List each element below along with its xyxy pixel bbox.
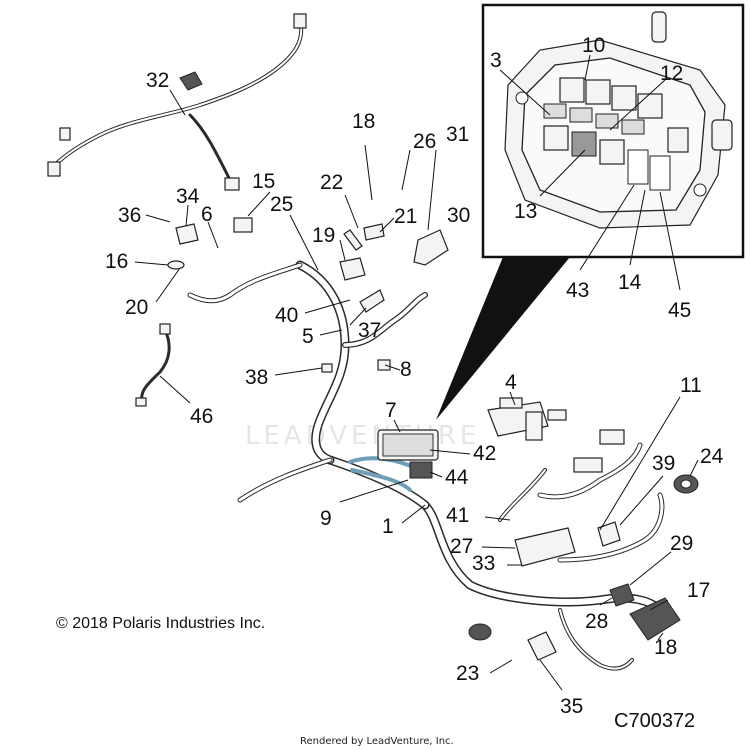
fuse-box-housing	[504, 11, 733, 229]
callout-43: 43	[566, 279, 589, 302]
callout-32: 32	[146, 69, 169, 92]
callout-19: 19	[312, 224, 335, 247]
callout-20: 20	[125, 296, 148, 319]
callout-3: 3	[490, 49, 502, 72]
callout-45: 45	[668, 299, 691, 322]
callout-4: 4	[505, 371, 517, 394]
callout-36: 36	[118, 204, 141, 227]
rear-harness	[47, 13, 307, 191]
callout-7: 7	[385, 399, 397, 422]
callout-11: 11	[680, 374, 702, 397]
callout-5: 5	[302, 325, 314, 348]
callout-14: 14	[618, 271, 642, 294]
callout-15: 15	[252, 170, 275, 193]
callout-23: 23	[456, 662, 479, 685]
callout-29: 29	[670, 532, 693, 555]
callout-33: 33	[472, 552, 495, 575]
sensor-cable	[135, 323, 171, 407]
callout-13: 13	[514, 200, 537, 223]
components	[167, 217, 699, 661]
diagram-code: C700372	[614, 710, 695, 732]
relay-grid	[543, 77, 689, 191]
callout-38: 38	[245, 366, 268, 389]
leader-lines	[134, 54, 699, 691]
watermark: LEADVENTURE	[245, 421, 480, 451]
callout-18: 18	[352, 110, 375, 133]
callout-42: 42	[473, 442, 496, 465]
callout-9: 9	[320, 507, 332, 530]
callout-28: 28	[585, 610, 608, 633]
callout-44: 44	[445, 466, 469, 489]
callout-22: 22	[320, 171, 343, 194]
callout-27: 27	[450, 535, 473, 558]
callout-30: 30	[447, 204, 470, 227]
callout-16: 16	[105, 250, 128, 273]
callout-34: 34	[176, 185, 200, 208]
copyright-notice: © 2018 Polaris Industries Inc.	[56, 615, 265, 632]
inset-pointer	[436, 257, 570, 420]
callout-41: 41	[446, 504, 469, 527]
callout-24: 24	[700, 445, 724, 468]
callout-35: 35	[560, 695, 583, 718]
callout-10: 10	[582, 34, 605, 57]
callout-26: 26	[413, 130, 436, 153]
callout-46: 46	[190, 405, 213, 428]
callout-labels: 32 18 26 31 22 15 34 25 21 30 36 6 19 16…	[105, 34, 724, 718]
inset-detail	[436, 3, 745, 420]
callout-8: 8	[400, 358, 412, 381]
callout-6: 6	[201, 203, 213, 226]
callout-37: 37	[358, 319, 381, 342]
callout-1: 1	[382, 515, 394, 538]
rendered-by: Rendered by LeadVenture, Inc.	[300, 736, 454, 747]
callout-40: 40	[275, 304, 298, 327]
callout-12: 12	[660, 62, 683, 85]
callout-17: 17	[687, 579, 710, 602]
callout-31: 31	[446, 123, 469, 146]
callout-21: 21	[394, 205, 417, 228]
callout-25: 25	[270, 193, 293, 216]
callout-18: 18	[654, 636, 677, 659]
callout-39: 39	[652, 452, 675, 475]
